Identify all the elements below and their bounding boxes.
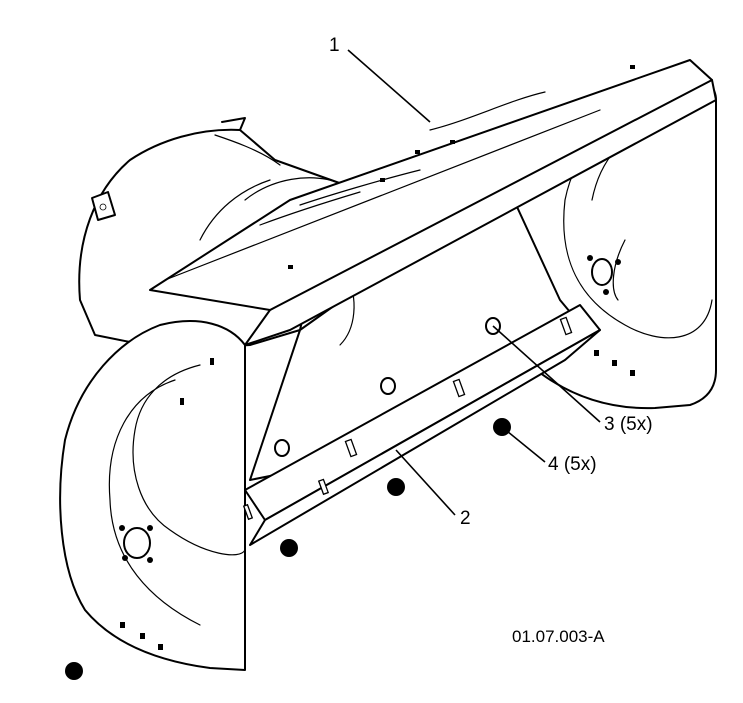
scraper-bar (242, 304, 601, 546)
callout-1: 1 (329, 35, 340, 56)
callout-2: 2 (460, 508, 471, 529)
callout-3: 3 (5x) (604, 414, 653, 435)
callout-4: 4 (5x) (548, 454, 597, 475)
carriage-bolts (274, 317, 501, 457)
leader-lines (347, 49, 601, 516)
top-cross-beam (149, 59, 717, 346)
left-side-wall (59, 320, 246, 671)
reference-code: 01.07.003-A (512, 627, 605, 646)
